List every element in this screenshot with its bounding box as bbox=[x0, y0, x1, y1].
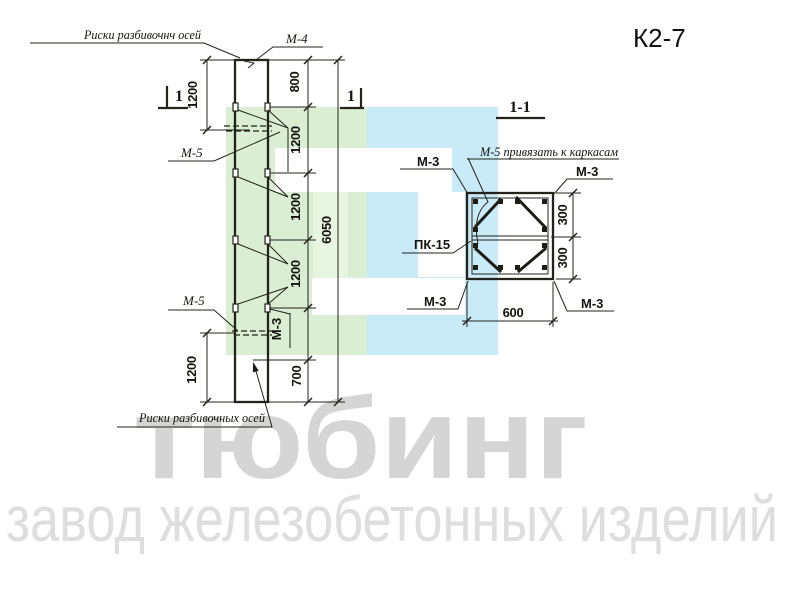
axis-arrowhead bbox=[252, 362, 259, 373]
section-cut-mark-left: 1 bbox=[158, 86, 188, 110]
label-axis-marks-top-leader bbox=[30, 42, 241, 59]
dim-left-bottom: 1200 bbox=[184, 356, 199, 384]
logo-green-light-block bbox=[313, 188, 348, 278]
label-m5-upper: М-5 bbox=[180, 145, 203, 160]
section-dimension-ticks bbox=[462, 188, 578, 326]
dim-mid-1: 1200 bbox=[288, 126, 303, 154]
section-cut-mark-right: 1 bbox=[340, 88, 364, 110]
cut-mark-right-number: 1 bbox=[347, 88, 355, 105]
dimension-ticks bbox=[202, 55, 343, 407]
dim-half-top: 300 bbox=[555, 205, 570, 226]
embed-mark-squares bbox=[232, 102, 271, 313]
cut-mark-left-number: 1 bbox=[175, 88, 183, 105]
label-axis-marks-top: Риски разбивочнч осей bbox=[83, 27, 201, 42]
axis-mark-dashes-top bbox=[224, 125, 272, 132]
dim-left-top: 1200 bbox=[185, 81, 200, 109]
dim-total: 6050 bbox=[319, 216, 334, 244]
label-m4-leader bbox=[255, 46, 323, 61]
dimension-lines bbox=[200, 59, 345, 403]
label-m5-note: М-5 привязать к каркасам bbox=[479, 144, 618, 159]
section-view: 1-1 300 300 600 М-3 М-3 ПК-15 М-3 bbox=[400, 99, 619, 327]
elevation-view: 1200 800 1200 1200 1200 6050 1200 700 М-… bbox=[30, 27, 364, 428]
dim-right-top: 800 bbox=[287, 72, 302, 93]
pk15-plate-lines bbox=[472, 235, 548, 241]
rebar-dots bbox=[473, 199, 547, 270]
label-m5-upper-leader bbox=[168, 131, 281, 162]
label-m5-note-leader bbox=[467, 157, 619, 245]
label-m3-top-left-leader bbox=[400, 168, 469, 195]
dim-mid-2: 1200 bbox=[288, 193, 303, 221]
label-pk15-leader bbox=[402, 240, 472, 254]
label-m4: М-4 bbox=[285, 31, 308, 46]
dim-half-bottom: 300 bbox=[555, 248, 570, 269]
diagonal-ties bbox=[473, 195, 548, 274]
dim-width: 600 bbox=[503, 305, 524, 320]
label-m3-bottom-left: М-3 bbox=[424, 294, 446, 309]
label-m3-bottom-right-leader bbox=[553, 280, 614, 312]
label-m3-bottom-right: М-3 bbox=[581, 296, 603, 311]
label-m3-top-right-leader bbox=[553, 178, 613, 195]
watermark-brand: тюбинг bbox=[133, 375, 588, 503]
text-watermark: тюбинг завод железобетонных изделий bbox=[6, 375, 778, 555]
label-m3-top-left: М-3 bbox=[417, 154, 439, 169]
label-axis-marks-bottom: Риски разбивочных осей bbox=[138, 410, 265, 425]
label-m3-top-right: М-3 bbox=[576, 164, 598, 179]
dim-right-bottom: 700 bbox=[289, 366, 304, 387]
section-title: 1-1 bbox=[509, 99, 530, 116]
watermark-subtitle: завод железобетонных изделий bbox=[6, 483, 778, 555]
logo-cutout-top bbox=[275, 148, 452, 192]
logo-cutout-middle bbox=[418, 192, 465, 277]
stirrup-leaders bbox=[237, 109, 289, 305]
m4-lifting-hook bbox=[243, 60, 256, 69]
label-m5-lower-leader bbox=[168, 309, 239, 332]
label-pk15: ПК-15 bbox=[414, 237, 450, 252]
label-m3-side-leader bbox=[269, 308, 291, 348]
drawing-title: К2-7 bbox=[633, 23, 686, 53]
section-outer-square bbox=[465, 191, 555, 281]
label-m5-lower: М-5 bbox=[182, 293, 205, 308]
dim-mid-3: 1200 bbox=[288, 260, 303, 288]
label-m3-bottom-left-leader bbox=[407, 280, 469, 310]
label-axis-marks-bottom-leader bbox=[117, 363, 273, 428]
label-m3-side: М-3 bbox=[269, 318, 284, 340]
axis-mark-dashes-bottom bbox=[232, 330, 272, 336]
logo-watermark bbox=[226, 107, 498, 355]
